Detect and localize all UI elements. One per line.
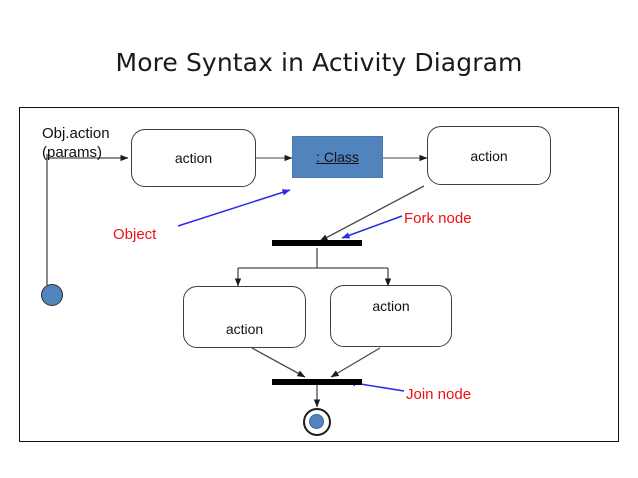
class-instance-label: : Class bbox=[316, 149, 359, 165]
annotation-object: Object bbox=[113, 226, 157, 243]
join-bar-node[interactable] bbox=[272, 379, 362, 385]
activity-final-node[interactable] bbox=[303, 408, 331, 436]
action-node-bottom-left[interactable]: action bbox=[183, 286, 306, 348]
action-node-top-right[interactable]: action bbox=[427, 126, 551, 185]
page-title: More Syntax in Activity Diagram bbox=[115, 48, 523, 77]
obj-action-label: Obj.action (params) bbox=[42, 125, 110, 161]
action-node-label: action bbox=[174, 150, 213, 166]
annotation-fork-node: Fork node bbox=[404, 210, 472, 227]
action-node-top-left[interactable]: action bbox=[131, 129, 256, 187]
object-pin-node[interactable] bbox=[41, 284, 63, 306]
action-node-label: action bbox=[470, 147, 508, 164]
activity-final-inner bbox=[309, 414, 325, 430]
action-node-bottom-right[interactable]: action bbox=[330, 285, 452, 347]
annotation-join-node: Join node bbox=[406, 386, 472, 403]
action-node-label: action bbox=[225, 321, 264, 337]
fork-bar-node[interactable] bbox=[272, 240, 362, 246]
class-instance-node[interactable]: : Class bbox=[292, 136, 383, 178]
action-node-label: action bbox=[372, 298, 410, 314]
